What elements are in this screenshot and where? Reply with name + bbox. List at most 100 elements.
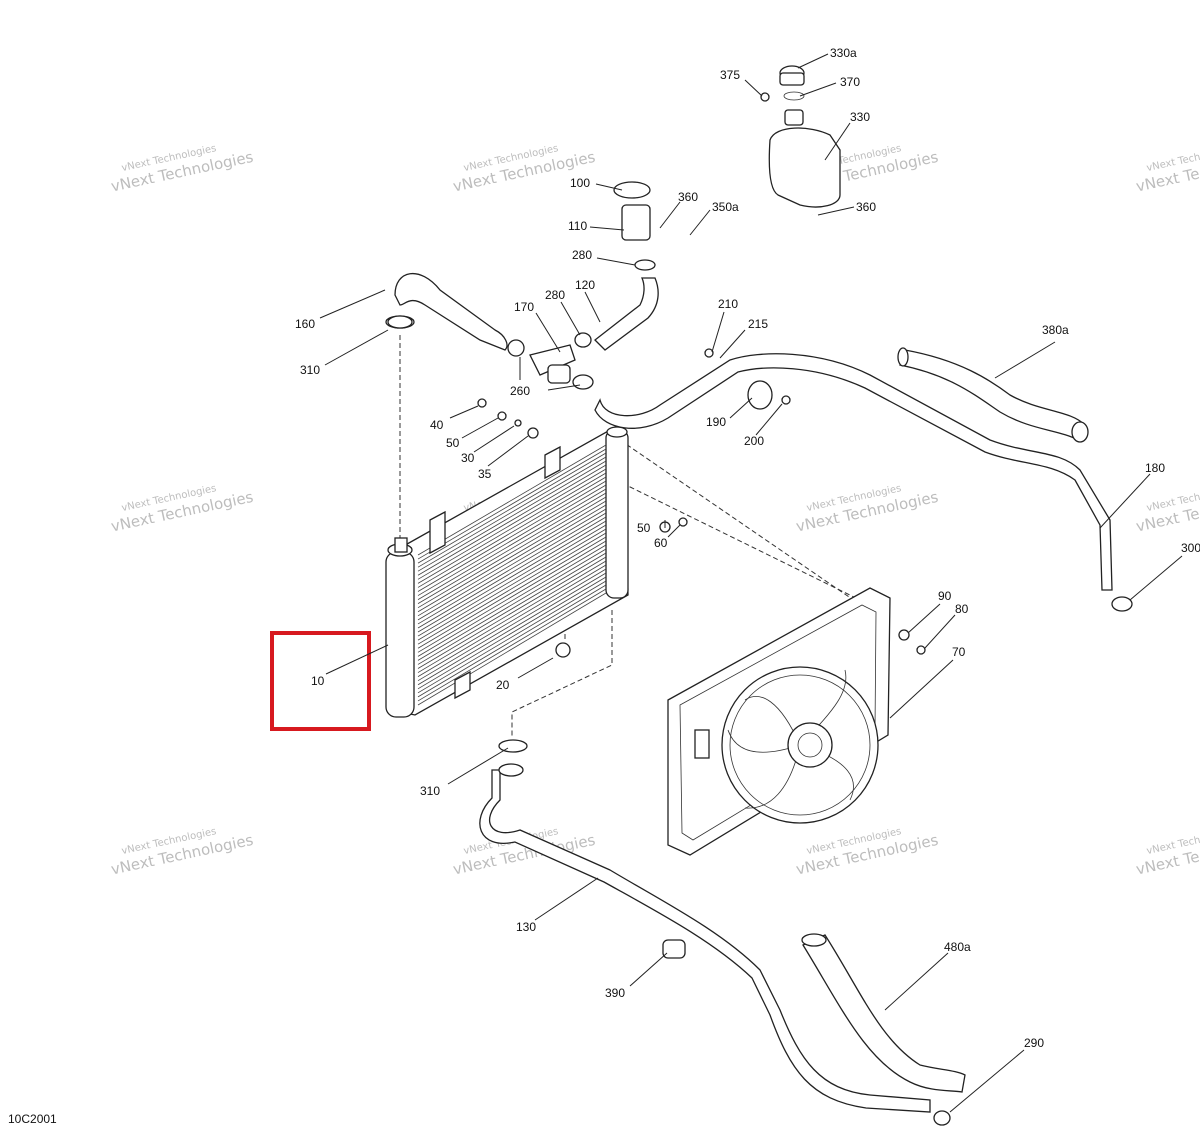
- radiator-fin: [417, 580, 607, 694]
- radiator-fin: [417, 456, 607, 568]
- radiator-fin: [417, 536, 607, 649]
- part-label: 50: [637, 521, 651, 535]
- watermark: vNext Technologies vNext Technologies: [1134, 143, 1200, 195]
- fasteners: [477, 92, 926, 658]
- radiator-fin: [417, 452, 607, 564]
- watermark: vNext Technologies vNext Technologies: [109, 143, 255, 195]
- radiator-fin: [417, 444, 607, 556]
- hose-130: [479, 763, 931, 1113]
- hose-480a: [801, 933, 966, 1093]
- diagram-ref-code: 10C2001: [8, 1112, 57, 1126]
- radiator-fin: [417, 564, 607, 677]
- watermark: vNext Technologies vNext Technologies: [1134, 826, 1200, 878]
- watermark: vNext Technologies vNext Technologies: [794, 483, 940, 535]
- part-label: 290: [1024, 1036, 1044, 1050]
- part-label: 90: [938, 589, 952, 603]
- hose-160: [385, 273, 508, 351]
- watermark: vNext Technologies vNext Technologies: [1134, 483, 1200, 535]
- part-label: 375: [720, 68, 740, 82]
- radiator-fin: [417, 464, 607, 576]
- part-label: 280: [572, 248, 592, 262]
- part-label: 480a: [944, 940, 971, 954]
- part-label: 210: [718, 297, 738, 311]
- part-label: 50: [446, 436, 460, 450]
- radiator-fin: [417, 560, 607, 673]
- radiator-fin: [417, 528, 607, 641]
- part-label: 170: [514, 300, 534, 314]
- radiator-fin: [417, 588, 607, 702]
- part-label: 360: [856, 200, 876, 214]
- part-label: 260: [510, 384, 530, 398]
- radiator-fin: [417, 540, 607, 653]
- part-labels: 330a 375 370 330 360 100 110 280 350a 36…: [295, 46, 1200, 1050]
- part-label: 40: [430, 418, 444, 432]
- radiator-fin: [417, 552, 607, 665]
- radiator-fin: [417, 484, 607, 596]
- radiator-fin: [417, 548, 607, 661]
- part-label: 280: [545, 288, 565, 302]
- part-label: 10: [311, 674, 325, 688]
- radiator-fin: [417, 516, 607, 629]
- assembly-lines: [399, 335, 891, 738]
- radiator-fin: [417, 508, 607, 621]
- part-label: 360: [678, 190, 698, 204]
- part-label: 20: [496, 678, 510, 692]
- radiator-fin: [417, 572, 607, 686]
- hose-380a: [897, 347, 1089, 443]
- radiator-fin: [417, 544, 607, 657]
- watermark: vNext Technologies vNext Technologies: [794, 826, 940, 878]
- radiator-fin: [417, 468, 607, 580]
- radiator-fin: [417, 512, 607, 625]
- part-label: 330: [850, 110, 870, 124]
- part-label: 330a: [830, 46, 857, 60]
- part-label: 200: [744, 434, 764, 448]
- radiator-fin: [417, 460, 607, 572]
- radiator-fin: [417, 500, 607, 613]
- part-label: 310: [420, 784, 440, 798]
- part-label: 390: [605, 986, 625, 1000]
- radiator-fin: [417, 492, 607, 604]
- overflow-hose-350a: [657, 214, 817, 282]
- part-label: 60: [654, 536, 668, 550]
- highlight-box: [270, 631, 371, 731]
- radiator-fin: [417, 480, 607, 592]
- radiator-fins: [417, 444, 607, 706]
- radiator-fin: [417, 556, 607, 669]
- radiator-fin: [417, 532, 607, 645]
- part-label: 180: [1145, 461, 1165, 475]
- part-label: 35: [478, 467, 492, 481]
- hose-lower-right: [594, 353, 1113, 591]
- part-label: 80: [955, 602, 969, 616]
- part-label: 190: [706, 415, 726, 429]
- radiator-fin: [417, 568, 607, 682]
- part-label: 350a: [712, 200, 739, 214]
- radiator-fin: [417, 592, 607, 706]
- part-label: 160: [295, 317, 315, 331]
- radiator-fin: [417, 496, 607, 609]
- radiator-fin: [417, 524, 607, 637]
- radiator: [385, 426, 629, 718]
- filler-neck-110: [613, 181, 651, 241]
- part-label: 300: [1181, 541, 1200, 555]
- radiator-fin: [417, 472, 607, 584]
- radiator-fin: [417, 504, 607, 617]
- part-label: 70: [952, 645, 966, 659]
- radiator-fin: [417, 476, 607, 588]
- watermark: vNext Technologies vNext Technologies: [109, 826, 255, 878]
- part-label: 100: [570, 176, 590, 190]
- watermark-group: vNext Technologies vNext Technologies vN…: [109, 143, 1200, 878]
- fan-shroud: [667, 587, 891, 856]
- reservoir-330: [768, 65, 841, 208]
- part-label: 215: [748, 317, 768, 331]
- radiator-fin: [417, 448, 607, 560]
- leader-lines: [319, 53, 1183, 1113]
- thermostat-housing-170: [529, 344, 594, 390]
- part-label: 30: [461, 451, 475, 465]
- radiator-fin: [417, 576, 607, 690]
- radiator-fin: [417, 520, 607, 633]
- part-label: 310: [300, 363, 320, 377]
- part-label: 130: [516, 920, 536, 934]
- part-label: 370: [840, 75, 860, 89]
- radiator-fin: [417, 584, 607, 698]
